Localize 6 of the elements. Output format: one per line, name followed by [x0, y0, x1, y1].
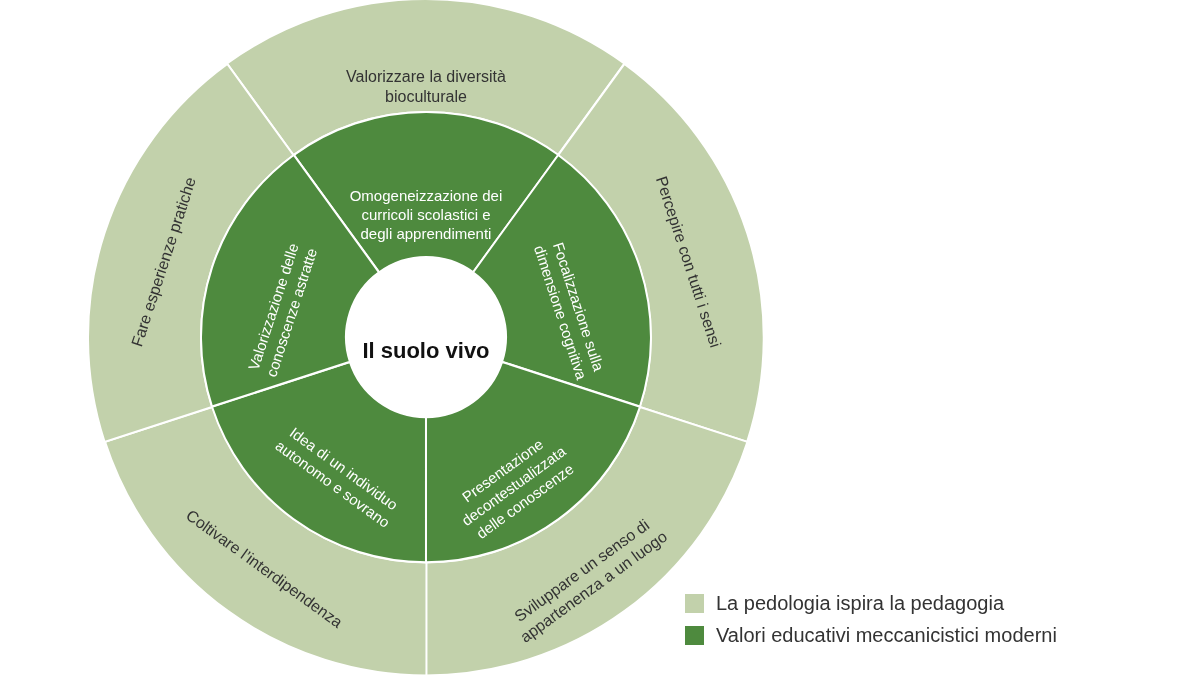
- legend-label: Valori educativi meccanicistici moderni: [716, 624, 1057, 647]
- outer-ring-segment: [227, 0, 625, 155]
- segment-label: Omogeneizzazione dei curricoli scolastici e degli apprendimenti: [348, 187, 504, 244]
- outer-ring-segment: [104, 406, 426, 675]
- legend-label: La pedologia ispira la pedagogia: [716, 592, 1004, 615]
- segment-label: Valorizzare la diversità bioculturale: [345, 67, 507, 107]
